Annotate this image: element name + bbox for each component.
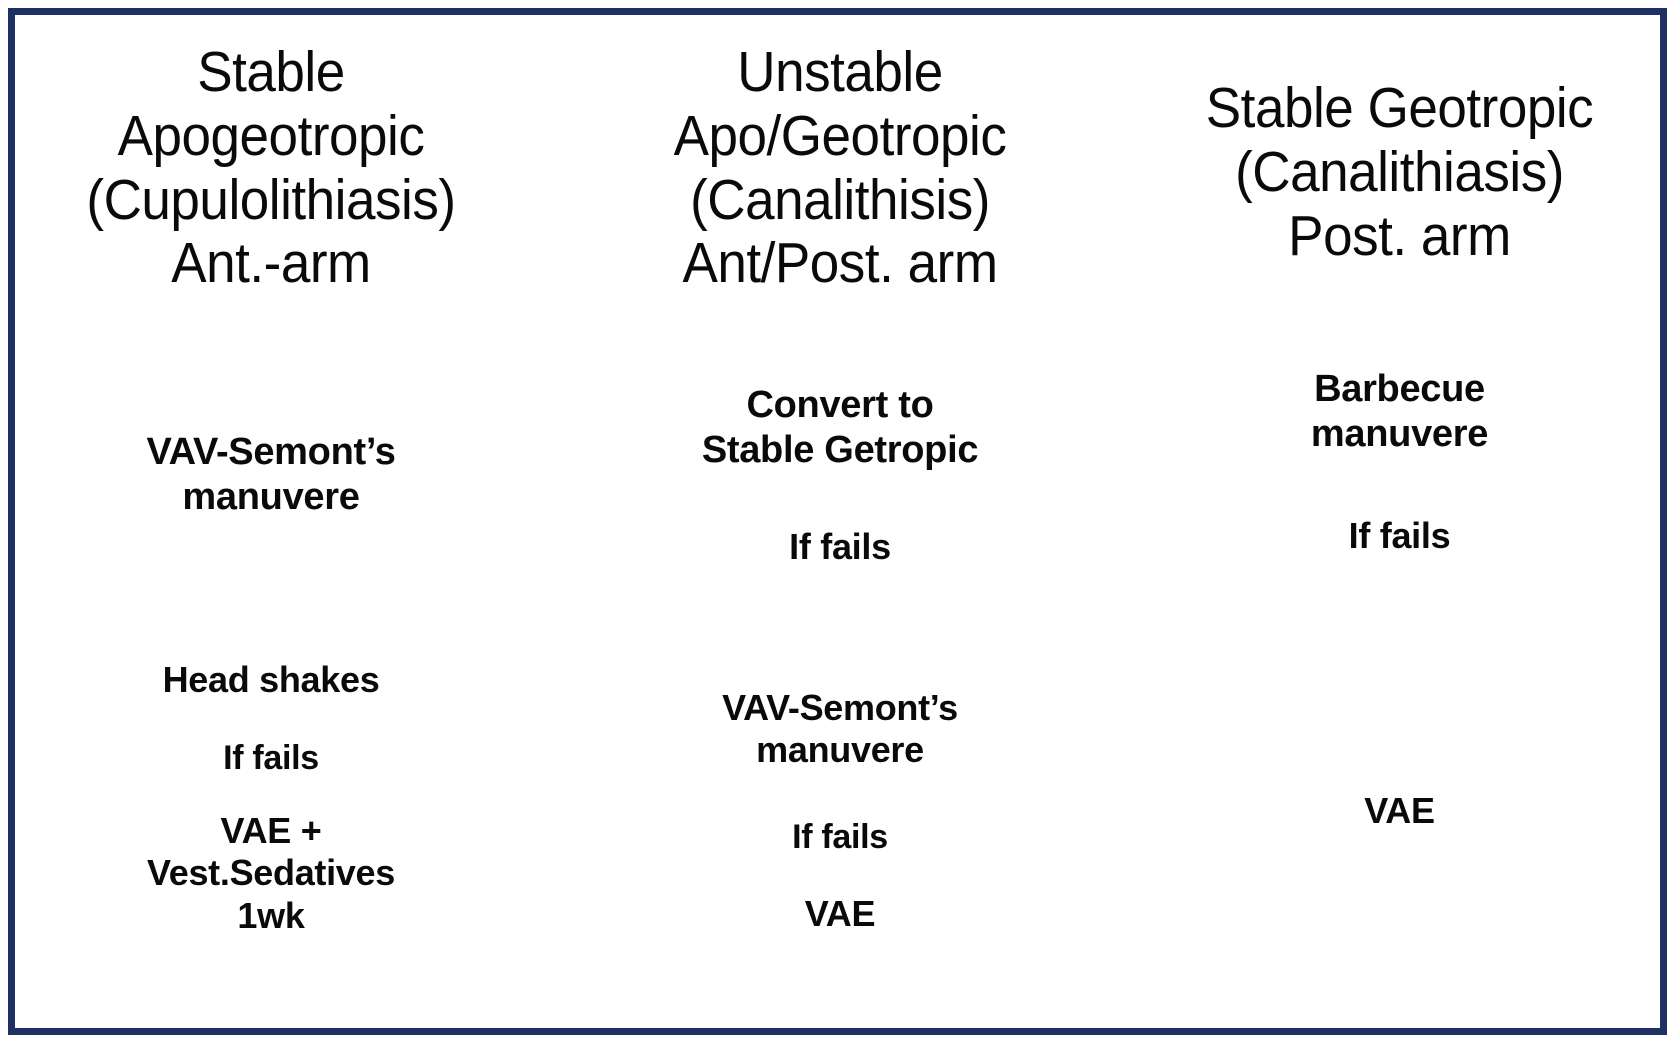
column-1-header: Stable Apogeotropic (Cupulolithiasis) An… bbox=[86, 40, 456, 296]
column-2-step-if-fails-2: If fails bbox=[792, 818, 888, 856]
column-1-step-vae-vest-sedatives: VAE + Vest.Sedatives 1wk bbox=[147, 810, 395, 936]
figure-frame: Stable Apogeotropic (Cupulolithiasis) An… bbox=[8, 8, 1667, 1035]
column-3-header: Stable Geotropic (Canalithiasis) Post. a… bbox=[1205, 76, 1594, 268]
column-3-step-vae: VAE bbox=[1364, 790, 1435, 831]
column-2-step-vae: VAE bbox=[804, 893, 876, 934]
column-2-step-vav-semont: VAV-Semont’s manuvere bbox=[722, 687, 958, 771]
column-2-step-convert-to-stable: Convert to Stable Getropic bbox=[701, 384, 979, 471]
column-3-step-if-fails-1: If fails bbox=[1348, 515, 1451, 556]
column-2-step-if-fails-1: If fails bbox=[789, 526, 891, 567]
column-stable-apogeotropic: Stable Apogeotropic (Cupulolithiasis) An… bbox=[15, 15, 527, 1028]
column-2-header: Unstable Apo/Geotropic (Canalithisis) An… bbox=[673, 40, 1007, 296]
column-3-step-barbecue: Barbecue manuvere bbox=[1310, 368, 1489, 455]
column-1-step-vav-semont: VAV-Semont’s manuvere bbox=[146, 431, 396, 518]
column-1-step-head-shakes: Head shakes bbox=[162, 659, 380, 700]
column-stable-geotropic: Stable Geotropic (Canalithiasis) Post. a… bbox=[1125, 15, 1674, 1028]
column-1-step-if-fails-1: If fails bbox=[223, 739, 319, 777]
column-unstable-apo-geotropic: Unstable Apo/Geotropic (Canalithisis) An… bbox=[590, 15, 1090, 1028]
figure-canvas: Stable Apogeotropic (Cupulolithiasis) An… bbox=[15, 15, 1660, 1028]
